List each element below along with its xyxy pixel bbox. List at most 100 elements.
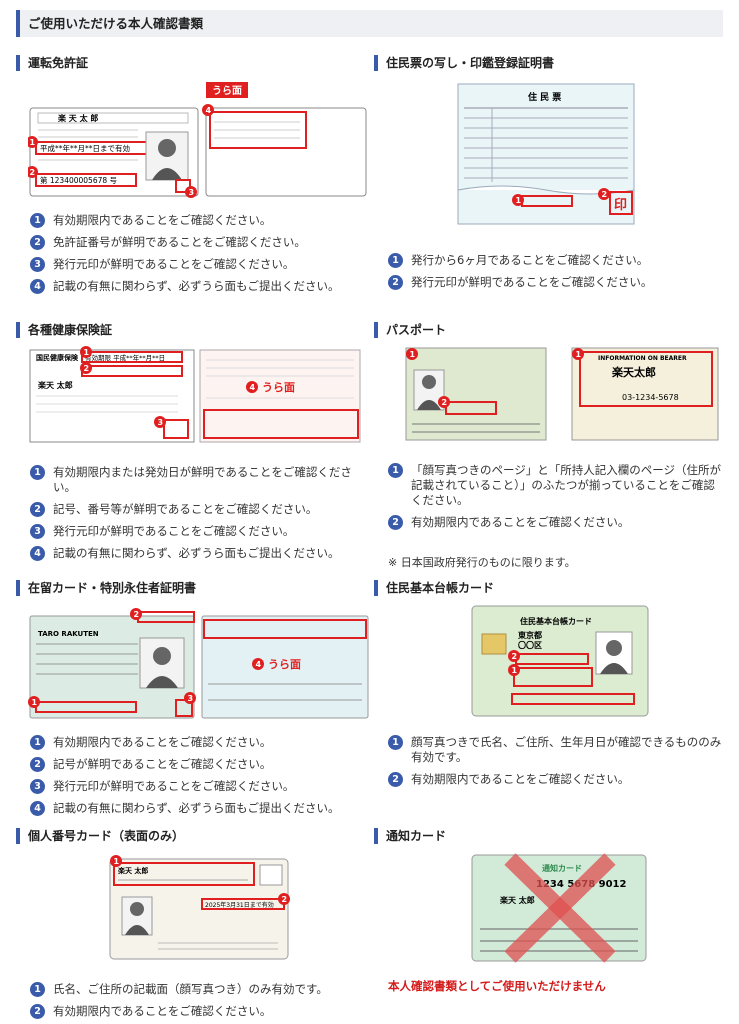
number-badge: 2 bbox=[30, 235, 45, 250]
svg-text:1: 1 bbox=[32, 698, 38, 707]
svg-text:4: 4 bbox=[206, 106, 212, 115]
mynumber-illustration: 楽天 太郎 2025年3月31日まで有効 1 2 bbox=[109, 855, 290, 960]
section-notice: 通知カード bbox=[374, 828, 724, 844]
notice-warning: 本人確認書類としてご使用いただけません bbox=[388, 979, 606, 993]
license-illustration: 楽 天 太 郎 平成**年**月**日まで有効 第 123400005678 号… bbox=[28, 82, 367, 198]
number-badge: 4 bbox=[30, 546, 45, 561]
svg-text:2: 2 bbox=[512, 652, 518, 661]
number-badge: 1 bbox=[388, 253, 403, 268]
section-title-insurance: 各種健康保険証 bbox=[16, 322, 356, 338]
svg-text:1: 1 bbox=[512, 666, 518, 675]
svg-text:1: 1 bbox=[114, 857, 120, 866]
svg-text:1: 1 bbox=[84, 348, 90, 357]
list-item: 1「顔写真つきのページ」と「所持人記入欄のページ（住所が記載されていること）」の… bbox=[388, 463, 724, 508]
section-jukicard: 住民基本台帳カード bbox=[374, 580, 724, 596]
svg-text:3: 3 bbox=[188, 694, 194, 703]
passport-note: ※ 日本国政府発行のものに限ります。 bbox=[388, 556, 576, 569]
residence-ura-label: うら面 bbox=[268, 658, 301, 671]
jukicard-heading: 住民基本台帳カード bbox=[520, 616, 592, 626]
license-card-number: 第 123400005678 号 bbox=[40, 175, 117, 185]
passport-items: 1「顔写真つきのページ」と「所持人記入欄のページ（住所が記載されていること）」の… bbox=[388, 463, 724, 537]
notice-illustration: 通知カード 1234 5678 9012 楽天 太郎 bbox=[471, 853, 647, 963]
svg-text:2: 2 bbox=[84, 364, 90, 373]
number-badge: 1 bbox=[30, 213, 45, 228]
svg-text:2: 2 bbox=[442, 398, 448, 407]
notice-heading: 通知カード bbox=[542, 863, 582, 873]
number-badge: 2 bbox=[30, 1004, 45, 1019]
svg-text:1: 1 bbox=[30, 138, 36, 147]
svg-text:2: 2 bbox=[602, 190, 608, 199]
juminhyo-seal: 印 bbox=[614, 198, 627, 213]
svg-text:2: 2 bbox=[30, 168, 36, 177]
number-badge: 2 bbox=[30, 502, 45, 517]
svg-text:3: 3 bbox=[158, 418, 164, 427]
residence-illustration: TARO RAKUTEN 2 1 3 4 うら面 bbox=[28, 608, 369, 719]
number-badge: 3 bbox=[30, 779, 45, 794]
number-badge: 1 bbox=[30, 465, 45, 480]
residence-card-name: TARO RAKUTEN bbox=[38, 630, 99, 638]
section-title-license: 運転免許証 bbox=[16, 55, 356, 71]
section-juminhyo: 住民票の写し・印鑑登録証明書 bbox=[374, 55, 724, 71]
number-badge: 1 bbox=[30, 982, 45, 997]
svg-text:2: 2 bbox=[282, 895, 288, 904]
license-card-name: 楽 天 太 郎 bbox=[57, 113, 98, 123]
number-badge: 1 bbox=[388, 735, 403, 750]
svg-text:4: 4 bbox=[250, 383, 256, 392]
svg-text:国民健康保険: 国民健康保険 bbox=[36, 353, 79, 362]
svg-text:〇〇区: 〇〇区 bbox=[518, 640, 542, 650]
insurance-illustration: 国民健康保険 有効期限 平成**年**月**日 楽天 太郎 1 2 3 4 うら… bbox=[29, 346, 361, 443]
passport-illustration: 1 2 INFORMATION ON BEARER 楽天太郎 03-1234-5… bbox=[405, 347, 719, 441]
svg-text:2: 2 bbox=[134, 610, 140, 619]
juminhyo-illustration: 住 民 票 印 1 2 bbox=[457, 83, 635, 225]
svg-text:4: 4 bbox=[256, 660, 262, 669]
svg-text:東京都: 東京都 bbox=[518, 630, 542, 640]
passport-card-name: 楽天太郎 bbox=[611, 365, 656, 379]
juminhyo-heading: 住 民 票 bbox=[528, 91, 561, 103]
section-title-mynumber: 個人番号カード（表面のみ） bbox=[16, 828, 356, 844]
section-insurance: 各種健康保険証 bbox=[16, 322, 356, 338]
svg-text:1: 1 bbox=[410, 350, 416, 359]
mynumber-card-expiry: 2025年3月31日まで有効 bbox=[205, 901, 274, 909]
number-badge: 1 bbox=[30, 735, 45, 750]
insurance-ura-label: うら面 bbox=[262, 381, 295, 394]
number-badge: 1 bbox=[388, 463, 403, 478]
number-badge: 2 bbox=[388, 772, 403, 787]
svg-text:1: 1 bbox=[516, 196, 522, 205]
jukicard-illustration: 住民基本台帳カード 東京都 〇〇区 2 1 bbox=[471, 605, 649, 717]
insurance-card-expiry: 有効期限 平成**年**月**日 bbox=[85, 353, 165, 362]
section-mynumber: 個人番号カード（表面のみ） bbox=[16, 828, 356, 844]
number-badge: 2 bbox=[388, 515, 403, 530]
section-title-residence: 在留カード・特別永住者証明書 bbox=[16, 580, 356, 596]
number-badge: 2 bbox=[30, 757, 45, 772]
number-badge: 2 bbox=[388, 275, 403, 290]
notice-card-name: 楽天 太郎 bbox=[499, 895, 535, 905]
section-title-passport: パスポート bbox=[374, 322, 724, 338]
license-ura-label: うら面 bbox=[212, 85, 242, 97]
number-badge: 3 bbox=[30, 257, 45, 272]
svg-text:3: 3 bbox=[189, 188, 195, 197]
insurance-card-name: 楽天 太郎 bbox=[37, 380, 73, 390]
section-title-juminhyo: 住民票の写し・印鑑登録証明書 bbox=[374, 55, 724, 71]
mynumber-card-name: 楽天 太郎 bbox=[117, 866, 148, 875]
